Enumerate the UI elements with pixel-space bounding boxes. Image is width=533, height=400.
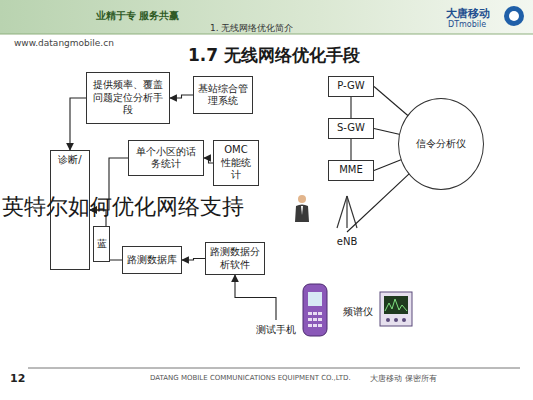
process-box: 路测数据库 [122,246,182,274]
connector [70,98,86,150]
phone-label: 测试手机 [252,320,300,341]
node-text: 基站综合管理系统 [197,83,249,108]
analyzer-label: 频谱仪 [338,302,378,323]
node-text: eNB [337,236,358,249]
slide-title: 1.7 无线网络优化手段 [188,44,360,67]
node-text: 提供频率、覆盖问题定位分析手段 [90,79,166,117]
website: www.datangmobile.cn [14,38,114,48]
analyzer-circle: 信令分析仪 [398,98,484,190]
node-text: 蓝 [97,238,107,251]
node-text: 性能统计 [217,157,255,182]
slogan: 业精于专 服务共赢 [96,9,179,23]
overlay-caption: 英特尔如何优化网络支持 [2,192,244,222]
footer-company: DATANG MOBILE COMMUNICATIONS EQUIPMENT C… [150,374,351,382]
company-logo [504,6,524,26]
network-element-box: S-GW [328,118,374,139]
connector [170,95,193,98]
connector [350,97,351,118]
footer-rule [28,368,520,369]
network-element-box: MME [328,160,374,181]
section-heading: 1. 无线网络优化简介 [210,22,293,35]
connector [374,160,401,171]
company-brand: DTmobile [448,20,486,29]
connector [374,87,408,117]
node-text: MME [339,164,363,177]
process-box: 提供频率、覆盖问题定位分析手段 [86,72,170,124]
node-text: 路测数据分析软件 [209,246,261,271]
antenna-symbol [337,196,357,228]
enb-label: eNB [330,232,364,253]
node-text: 路测数据库 [127,254,177,267]
header-band [0,0,533,34]
node-text: 测试手机 [256,324,296,337]
network-element-box: P-GW [328,76,374,97]
node-text: OMC [224,144,247,157]
page-number: 12 [10,372,25,385]
connector [182,259,205,261]
node-text: P-GW [337,80,364,93]
header-rule [0,34,533,35]
person-icon [295,195,309,222]
phone-icon [303,284,327,336]
connector [347,173,410,232]
connector [350,139,351,160]
company-logo-core [509,11,519,21]
node-text: 信令分析仪 [416,138,466,151]
process-box: OMC性能统计 [213,140,259,186]
node-text: 频谱仪 [343,306,373,319]
process-box: 路测数据分析软件 [205,242,265,275]
connector [235,275,276,320]
process-box: 单个小区的话务统计 [128,140,204,176]
company-name: 大唐移动 [446,6,490,21]
small-box: 蓝 [93,226,110,262]
connector [204,158,213,163]
connector [374,129,399,135]
management-box: 基站综合管理系统 [193,76,253,114]
node-text: S-GW [337,122,365,135]
node-text: 单个小区的话务统计 [132,146,200,171]
spectrum-analyzer-icon [380,292,412,326]
node-text: 诊断/ [58,154,81,167]
footer-note: 大唐移动 保密所有 [370,373,437,384]
